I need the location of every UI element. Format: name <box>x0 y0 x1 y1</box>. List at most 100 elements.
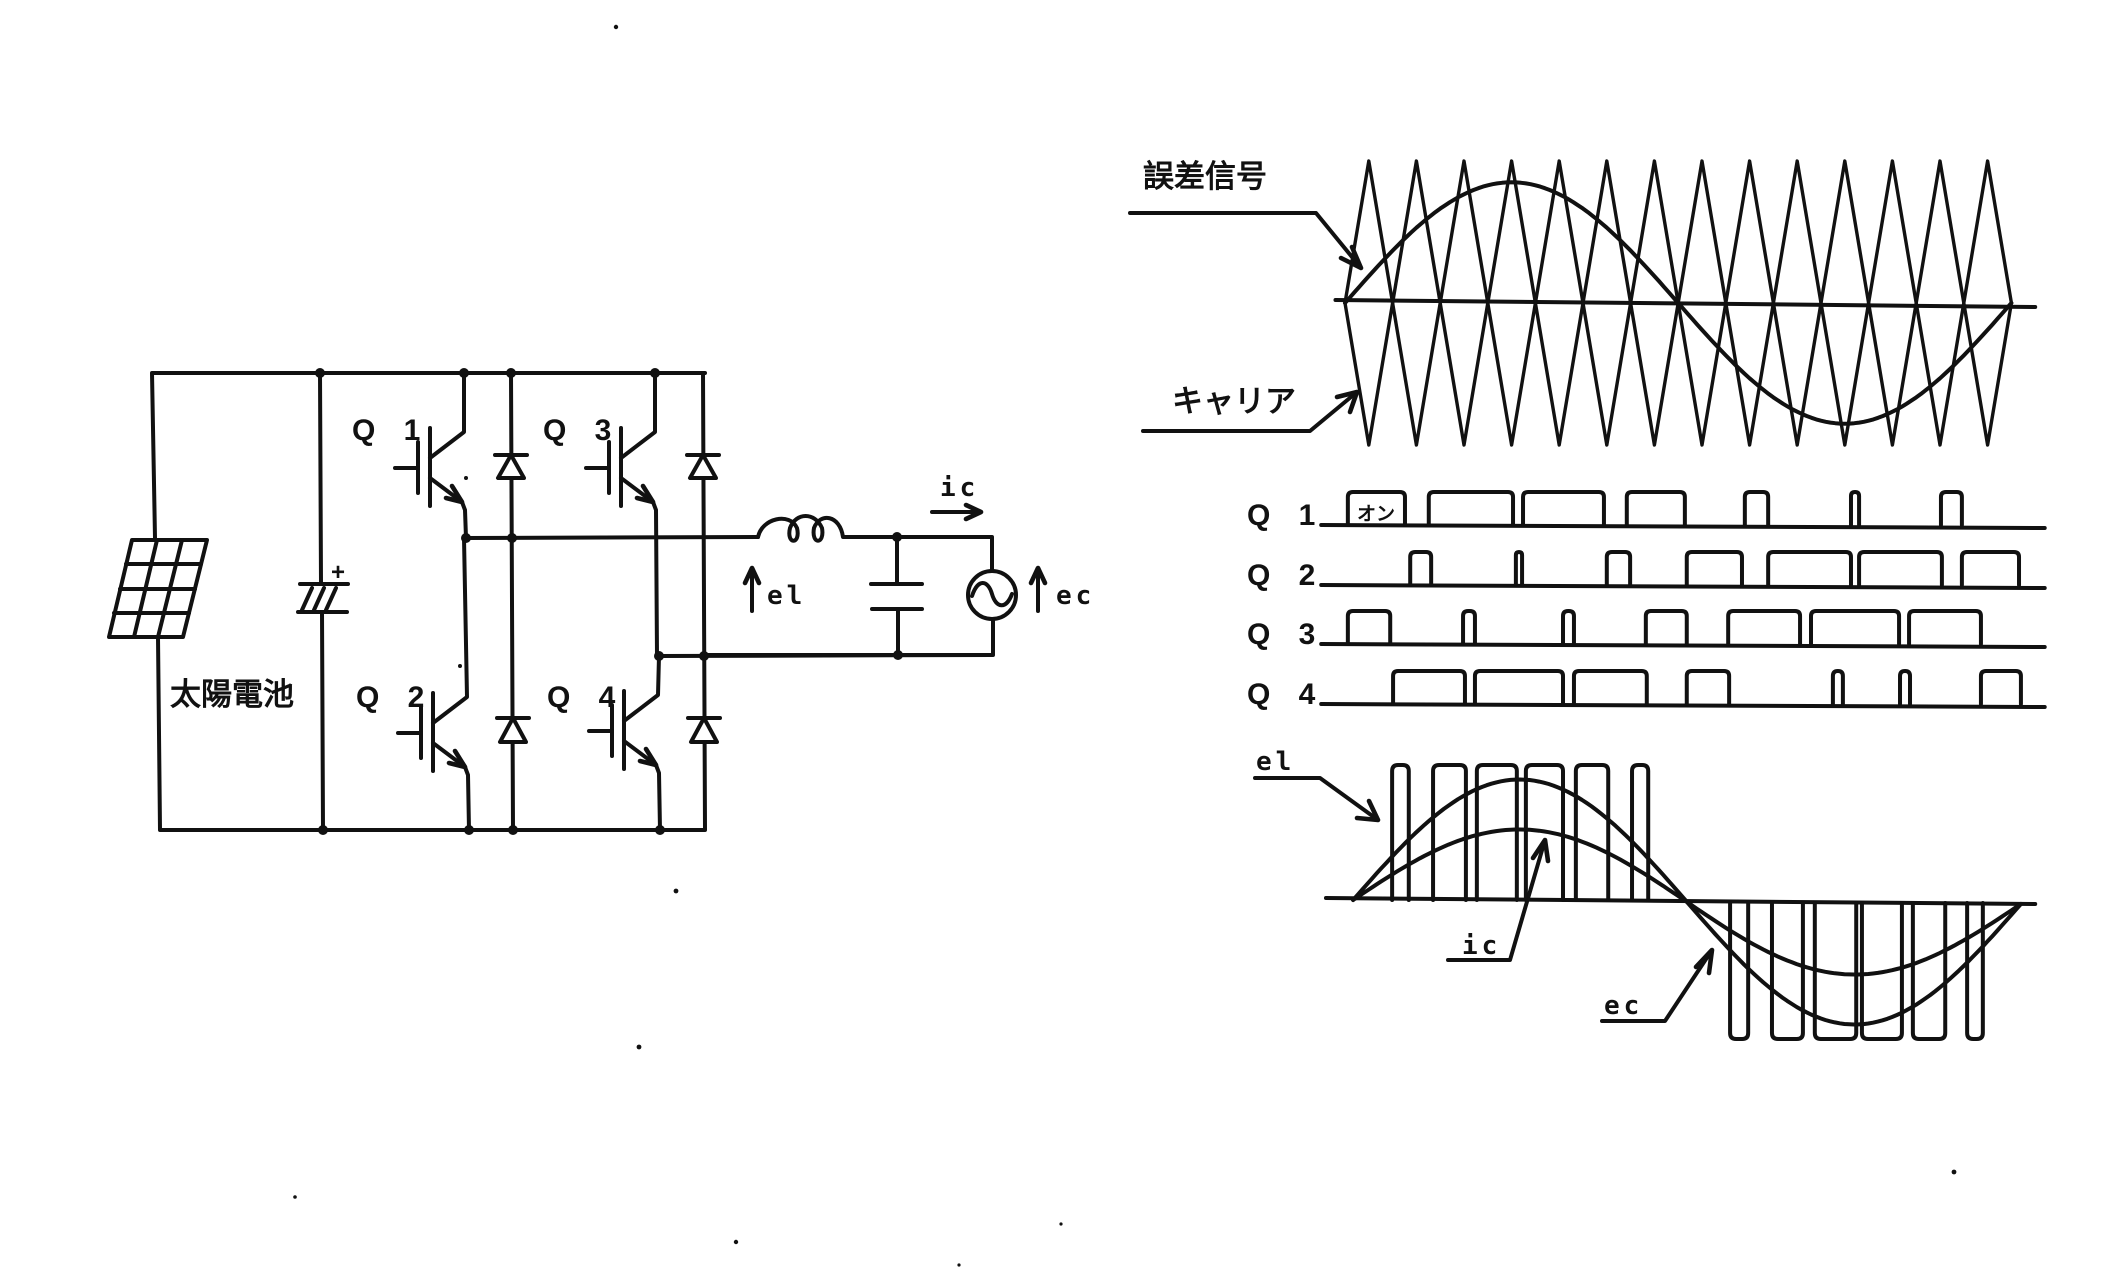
scan-specks <box>293 24 1957 1267</box>
igbt-q3-icon <box>584 371 659 658</box>
gate-pulse-q2 <box>1513 550 1525 587</box>
gate-pulse-q1 <box>1624 490 1687 527</box>
ec-waveform-label: ec <box>1604 991 1643 1021</box>
junction-nodes <box>315 368 903 835</box>
igbt-q1-icon <box>393 371 468 540</box>
gate-pulse-q4 <box>1571 669 1649 706</box>
gate-pulse-q3 <box>1907 609 1983 646</box>
inductor-voltage-arrow-icon <box>742 565 762 613</box>
filter-inductor-icon <box>756 514 994 573</box>
output-axis <box>1323 896 2038 906</box>
diode-d4-icon <box>686 716 722 744</box>
gate-pulse-q4 <box>1978 669 2023 706</box>
gate-label-q2: Q 2 <box>1247 559 1325 592</box>
pwm-waveform-diagram: 誤差信号 キャリア Q 1 Q 2 Q 3 Q 4 オン el ic ec <box>1128 159 2047 1041</box>
dc-capacitor-icon <box>296 371 350 832</box>
gate-axis-q3 <box>1319 642 2047 649</box>
gate-pulse-q1 <box>1848 490 1862 527</box>
el-negative-pulse <box>1859 901 1904 1041</box>
el-negative-pulse <box>1965 901 1985 1041</box>
diode-d1-icon <box>493 453 529 480</box>
gate-pulse-q3 <box>1561 609 1576 646</box>
el-leader-line <box>1253 776 1380 822</box>
output-current-label: ic <box>940 473 979 503</box>
carrier-leader-arrowhead <box>1334 389 1360 415</box>
inductor-voltage-label: el <box>767 581 806 611</box>
error-signal-leader-line <box>1128 211 1363 270</box>
gate-pulse-q4 <box>1898 669 1913 706</box>
solar-panel-icon <box>107 538 209 639</box>
diode-d3-icon <box>685 453 721 480</box>
carrier-leader-line <box>1141 390 1359 433</box>
diode-column-left <box>509 371 515 832</box>
el-positive-pulse <box>1523 763 1566 902</box>
switch-label-q1: Q 1 <box>352 414 430 447</box>
gate-axis-q4 <box>1319 702 2047 709</box>
gate-pulse-q4 <box>1472 669 1566 706</box>
error-signal-leader-arrowhead <box>1338 244 1364 271</box>
gate-pulse-q2 <box>1684 550 1744 587</box>
negative-bus-wire <box>156 371 707 832</box>
el-negative-pulse <box>1910 901 1948 1041</box>
gate-pulse-q3 <box>1726 609 1803 646</box>
grid-voltage-arrow-icon <box>1028 565 1048 613</box>
ec-leader-arrowhead <box>1693 947 1715 976</box>
ec-leader-line <box>1600 948 1714 1023</box>
gate-pulse-q1 <box>1938 490 1964 527</box>
igbt-q2-icon <box>396 536 471 832</box>
waveform-marks <box>1319 159 2047 1041</box>
gate-label-q1: Q 1 <box>1247 499 1325 532</box>
gate-pulse-q4 <box>1391 669 1467 706</box>
gate-pulse-q3 <box>1461 609 1477 646</box>
gate-axis-q2 <box>1319 583 2047 590</box>
filter-capacitor-icon <box>869 535 924 657</box>
inverter-circuit: 太陽電池 + <box>107 368 1095 835</box>
gate-pulse-q1 <box>1345 490 1407 527</box>
el-positive-pulse <box>1630 763 1651 902</box>
el-negative-pulse <box>1728 901 1751 1041</box>
error-signal-wave <box>1343 180 2014 426</box>
el-positive-pulse <box>1390 763 1411 902</box>
gate-pulse-q3 <box>1643 609 1689 646</box>
error-signal-label: 誤差信号 <box>1143 159 1267 195</box>
el-positive-pulse <box>1431 763 1468 902</box>
switch-label-q4: Q 4 <box>547 681 625 714</box>
gate-pulse-q4 <box>1684 669 1732 706</box>
grid-voltage-label: ec <box>1056 581 1095 611</box>
switch-label-q3: Q 3 <box>543 414 621 447</box>
gate-pulse-q1 <box>1426 490 1516 527</box>
gate-label-q3: Q 3 <box>1247 618 1325 651</box>
gate-pulse-q3 <box>1809 609 1902 646</box>
diode-d2-icon <box>495 716 531 744</box>
el-leader-arrowhead <box>1354 798 1381 823</box>
solar-cell-label: 太陽電池 <box>170 677 294 713</box>
gate-axis-q1 <box>1319 523 2047 530</box>
el-negative-pulse <box>1812 901 1859 1041</box>
output-current-arrow-icon <box>930 502 984 522</box>
gate-pulse-q2 <box>1408 550 1434 587</box>
el-negative-pulse <box>1769 901 1805 1041</box>
ic-sine-wave <box>1351 827 2023 977</box>
carrier-axis <box>1333 298 2038 309</box>
gate-pulse-q4 <box>1830 669 1845 706</box>
switch-label-q2: Q 2 <box>356 681 434 714</box>
gate-pulse-q3 <box>1345 609 1393 646</box>
gate-pulse-q1 <box>1742 490 1771 527</box>
gate-pulse-q2 <box>1857 550 1944 587</box>
el-positive-pulse <box>1573 763 1611 902</box>
ic-leader-line <box>1446 838 1547 962</box>
gate-pulse-q2 <box>1959 550 2022 587</box>
ic-waveform-label: ic <box>1462 931 1501 961</box>
gate-pulse-q1 <box>1521 490 1606 527</box>
el-positive-pulse <box>1474 763 1519 902</box>
igbt-q4-icon <box>587 654 662 832</box>
capacitor-polarity: + <box>331 559 355 586</box>
gate-label-q4: Q 4 <box>1247 678 1325 711</box>
carrier-label: キャリア <box>1172 384 1296 420</box>
on-state-label: オン <box>1357 503 1395 525</box>
el-waveform-label: el <box>1256 747 1295 777</box>
positive-bus-wire <box>150 371 707 540</box>
gate-pulse-q2 <box>1766 550 1853 587</box>
ac-grid-source-icon <box>704 569 1018 657</box>
